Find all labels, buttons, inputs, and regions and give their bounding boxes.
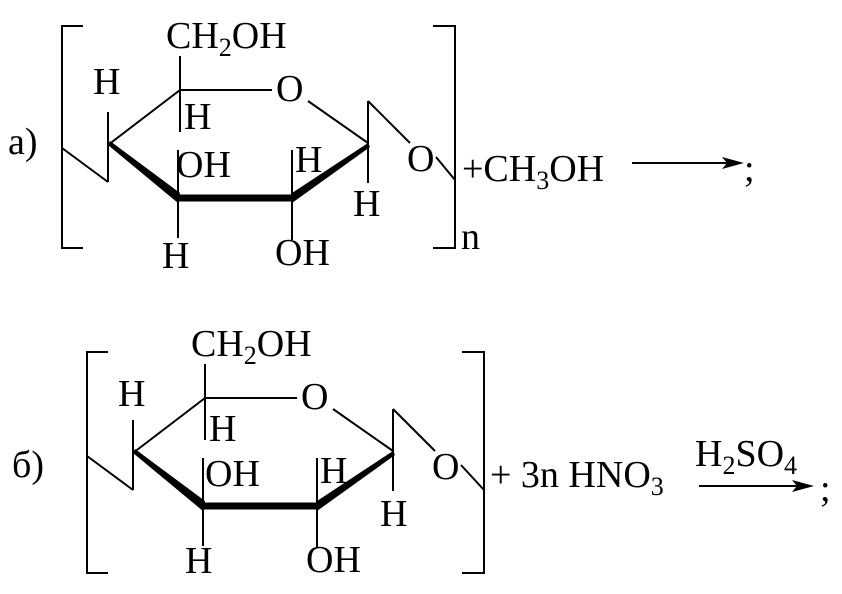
- glycosidic-oxygen: O: [407, 138, 434, 180]
- right-bracket: [462, 351, 485, 574]
- reaction-arrow: [632, 157, 744, 169]
- reaction-arrow: [699, 480, 814, 492]
- hydrogen-c2: H: [320, 450, 347, 492]
- hydroxyl-c3: OH: [205, 453, 260, 495]
- glucose-ring: [61, 56, 456, 240]
- semicolon: ;: [820, 468, 831, 510]
- right-bracket: [433, 25, 456, 249]
- left-bracket: [61, 25, 83, 249]
- reaction-a-label: а): [8, 121, 38, 163]
- reaction-b-label: б): [12, 444, 44, 486]
- ch2oh-group: CH2OH: [191, 323, 312, 370]
- hydrogen-c5: H: [184, 96, 211, 138]
- reaction-a: а) CH2OH O H H OH H H: [8, 15, 755, 277]
- left-bracket: [86, 351, 108, 574]
- reaction-b: б) CH2OH O H H OH H H H OH: [12, 323, 831, 582]
- hydrogen-c4: H: [93, 61, 120, 103]
- hydrogen-c1: H: [380, 493, 407, 535]
- glucose-ring: [86, 364, 485, 548]
- catalyst-label: H2SO4: [695, 433, 797, 480]
- hydrogen-c3: H: [185, 540, 212, 582]
- glycosidic-oxygen: O: [432, 446, 459, 488]
- polymer-index-n: n: [461, 216, 480, 258]
- semicolon: ;: [744, 148, 755, 190]
- hydroxyl-c2: OH: [275, 232, 330, 274]
- hydrogen-c5: H: [209, 408, 236, 450]
- hydrogen-c4: H: [118, 373, 145, 415]
- nitric-acid-reagent: + 3n HNO3: [490, 454, 664, 501]
- hydrogen-c1: H: [353, 183, 380, 225]
- hydroxyl-c2: OH: [306, 539, 361, 581]
- ch2oh-group: CH2OH: [166, 15, 287, 62]
- methanol-reagent: +CH3OH: [462, 148, 604, 195]
- hydroxyl-c3: OH: [176, 144, 231, 186]
- hydrogen-c2: H: [295, 139, 322, 181]
- hydrogen-c3: H: [162, 235, 189, 277]
- ring-oxygen: O: [276, 68, 303, 110]
- ring-oxygen: O: [301, 376, 328, 418]
